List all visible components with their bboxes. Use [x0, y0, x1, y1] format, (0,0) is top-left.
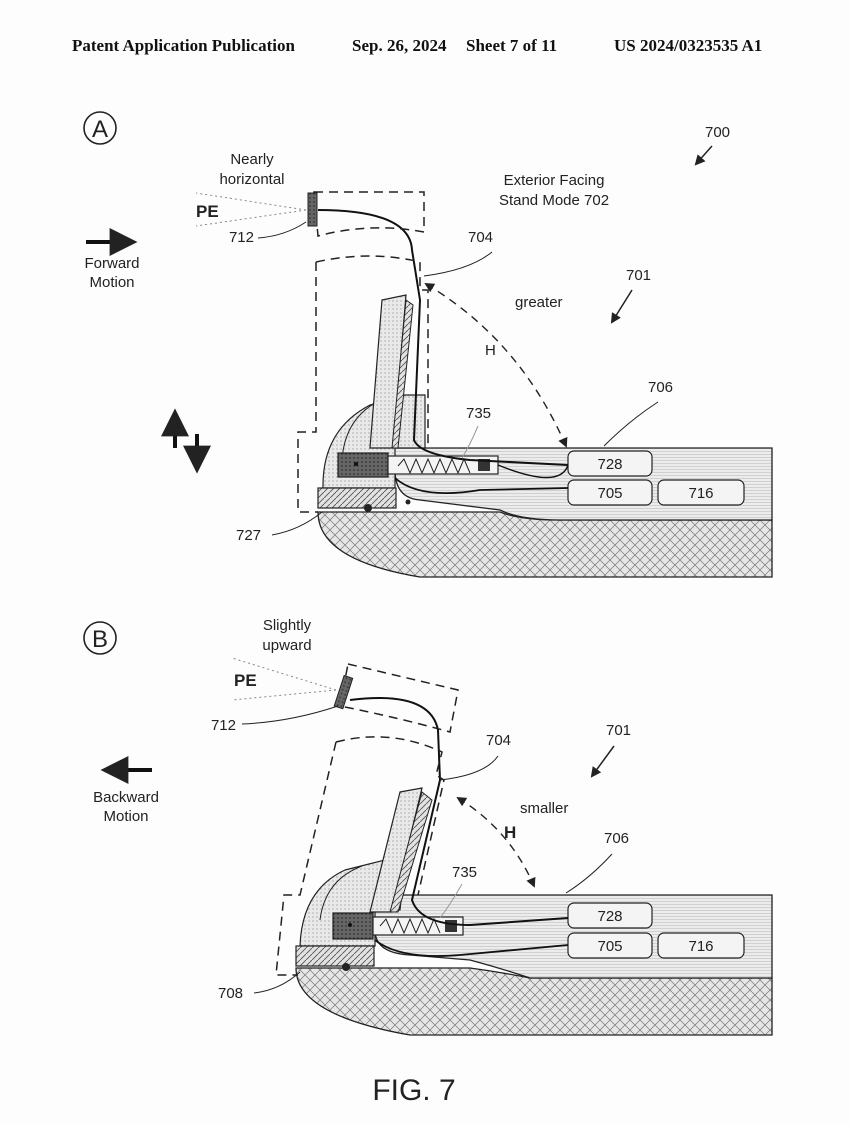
- h-label-a: H: [485, 342, 496, 359]
- panel-a: A 700 728: [83, 111, 773, 578]
- panel-a-marker: A: [92, 116, 108, 143]
- ref-701-b: 701: [606, 722, 631, 739]
- ref-704-b: 704: [486, 732, 511, 749]
- ref-706-b: 706: [604, 830, 629, 847]
- publication-date: Sep. 26, 2024: [352, 36, 447, 55]
- ref-700: 700: [705, 124, 730, 141]
- pe-label-a: PE: [196, 202, 219, 221]
- ref-735-b: 735: [452, 864, 477, 881]
- ref-728-b: 728: [597, 908, 622, 925]
- ref-712-a: 712: [229, 229, 254, 246]
- sheet-number: Sheet 7 of 11: [466, 36, 558, 55]
- mode-line2-a: Stand Mode 702: [499, 192, 609, 209]
- figure-caption: FIG. 7: [372, 1074, 455, 1107]
- ref-716-b: 716: [688, 938, 713, 955]
- height-label-a: greater: [515, 294, 563, 311]
- ref-712-b: 712: [211, 717, 236, 734]
- motion-line1-a: Forward: [84, 255, 139, 272]
- motion-line2-b: Motion: [103, 808, 148, 825]
- ref-705-b: 705: [597, 938, 622, 955]
- panel-b-marker: B: [92, 626, 108, 653]
- ref-728-a: 728: [597, 456, 622, 473]
- angle-line2-b: upward: [262, 637, 311, 654]
- publication-label: Patent Application Publication: [72, 36, 295, 55]
- panel-b: B 728 705 716: [83, 617, 773, 1036]
- angle-line1-b: Slightly: [263, 617, 312, 634]
- publication-number: US 2024/0323535 A1: [614, 36, 763, 55]
- ref-701-a: 701: [626, 267, 651, 284]
- mode-line1-a: Exterior Facing: [504, 172, 605, 189]
- ref-735-a: 735: [466, 405, 491, 422]
- pe-label-b: PE: [234, 671, 257, 690]
- motion-line1-b: Backward: [93, 789, 159, 806]
- height-label-b: smaller: [520, 800, 568, 817]
- ref-705-a: 705: [597, 485, 622, 502]
- ref-716-a: 716: [688, 485, 713, 502]
- angle-line1-a: Nearly: [230, 151, 274, 168]
- ref-706-a: 706: [648, 379, 673, 396]
- ref-727-a: 727: [236, 527, 261, 544]
- angle-line2-a: horizontal: [219, 171, 284, 188]
- ref-708-b: 708: [218, 985, 243, 1002]
- motion-line2-a: Motion: [89, 274, 134, 291]
- ref-704-a: 704: [468, 229, 493, 246]
- h-label-b: H: [504, 823, 516, 842]
